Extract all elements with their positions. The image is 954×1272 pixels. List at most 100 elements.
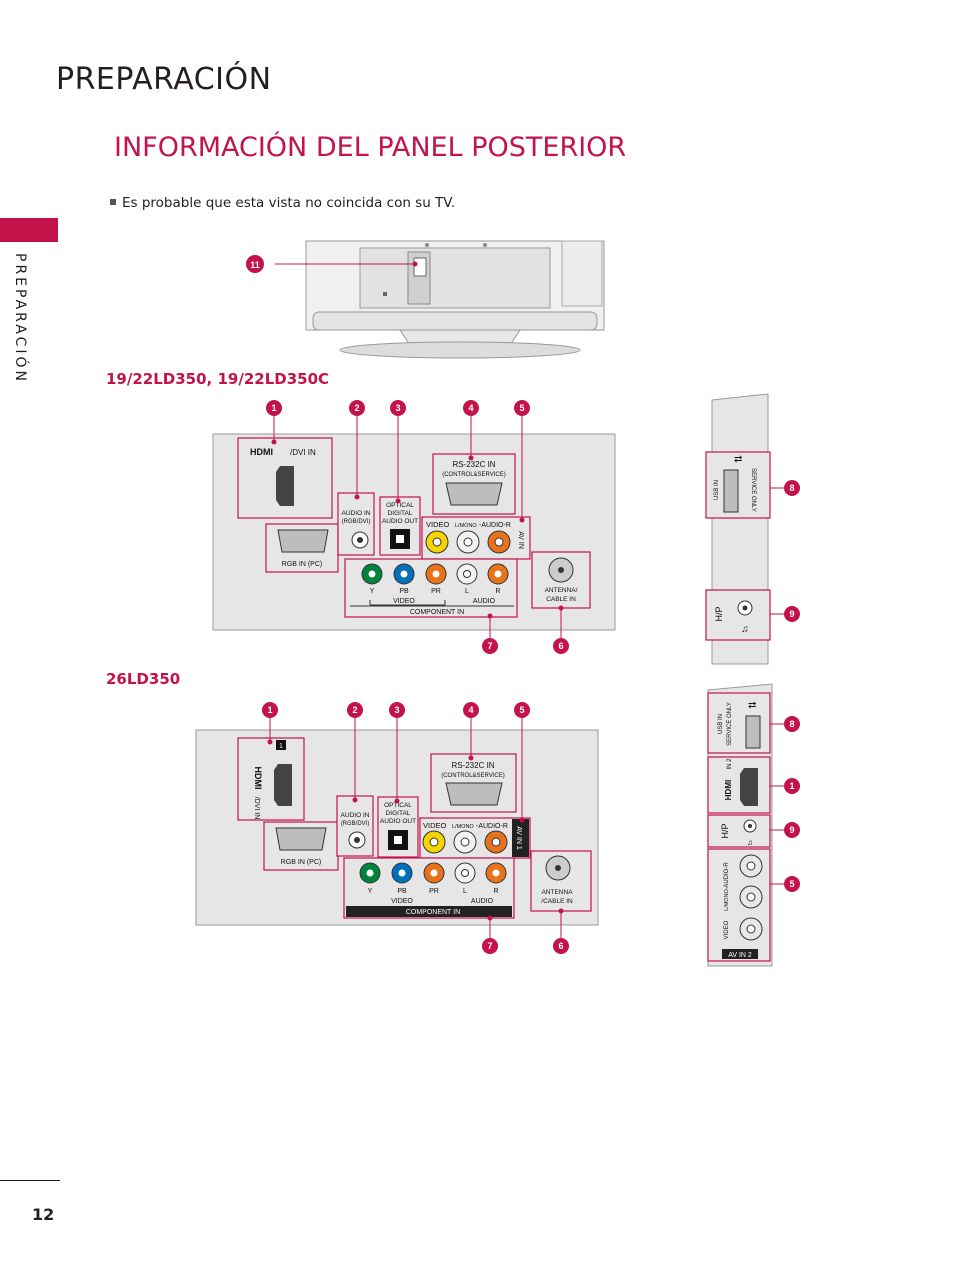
- lmono-label: L/MONO: [455, 523, 477, 529]
- callout-7b: 7: [487, 941, 492, 951]
- rgb-label-2: RGB IN (PC): [281, 859, 321, 866]
- headphone-icon-1: ♫: [741, 624, 749, 635]
- comp-video-label: VIDEO: [393, 598, 415, 605]
- optical-label-2: OPTICAL: [384, 802, 412, 809]
- callout-3a: 3: [395, 403, 400, 413]
- comp-pr-label-2: PR: [429, 888, 439, 895]
- side-audio-r-label: -AUDIO-R: [724, 862, 730, 890]
- hdmi-in2-label: IN 2: [727, 758, 733, 770]
- callout-5b: 5: [519, 705, 524, 715]
- side-panel-first: ⇄ USB IN SERVICE ONLY H/P ♫ 8 9: [705, 393, 800, 665]
- callout-6b: 6: [558, 941, 563, 951]
- section-title: PREPARACIÓN: [56, 62, 272, 97]
- hp-label-2: H/P: [720, 823, 730, 838]
- audio-in-label: AUDIO IN: [342, 510, 371, 517]
- digital-label: DIGITAL: [388, 510, 413, 517]
- callout-4a: 4: [468, 403, 473, 413]
- comp-pr-label: PR: [431, 588, 441, 595]
- hdmi-1-badge: 1: [279, 743, 283, 750]
- usb-icon-2: ⇄: [748, 700, 756, 711]
- audio-r-label-2: -AUDIO-R: [476, 823, 508, 830]
- callout-6a: 6: [558, 641, 563, 651]
- comp-l-label-2: L: [463, 888, 467, 895]
- component-in-label: COMPONENT IN: [410, 609, 464, 616]
- lmono-label-2: L/MONO: [452, 824, 474, 830]
- section-tab: [0, 218, 58, 242]
- rs232c-sub-2: (CONTROL&SERVICE): [441, 773, 505, 779]
- headphone-icon-2: ♫: [747, 838, 753, 847]
- comp-l-label: L: [465, 588, 469, 595]
- service-only-label-1: SERVICE ONLY: [750, 468, 756, 512]
- audio-r-label: -AUDIO-R: [479, 522, 511, 529]
- note: Es probable que esta vista no coincida c…: [110, 195, 455, 211]
- callout-2a: 2: [354, 403, 359, 413]
- comp-audio-label-2: AUDIO: [471, 898, 494, 905]
- antenna-label-2: ANTENNA: [541, 889, 573, 896]
- side-panel-second: ⇄ USB IN SERVICE ONLY HDMI IN 2 H/P ♫ -A…: [707, 683, 800, 967]
- audio-in-sub-2: (RGB/DVI): [341, 821, 370, 827]
- comp-audio-label: AUDIO: [473, 598, 496, 605]
- antenna-label: ANTENNA/: [545, 587, 578, 594]
- panel-second-model: 1 HDMI /DVI IN RGB IN (PC) AUDIO IN (RGB…: [195, 702, 599, 954]
- page-title: INFORMACIÓN DEL PANEL POSTERIOR: [114, 132, 627, 163]
- callout-1a: 1: [271, 403, 276, 413]
- rgb-label: RGB IN (PC): [282, 561, 322, 568]
- hdmi-port: [276, 466, 294, 506]
- callout-2b: 2: [352, 705, 357, 715]
- callout-11: 11: [250, 260, 260, 270]
- callout-8b: 8: [789, 719, 794, 729]
- comp-r-label: R: [495, 588, 500, 595]
- note-text: Es probable que esta vista no coincida c…: [122, 195, 456, 211]
- callout-1b: 1: [267, 705, 272, 715]
- callout-8a: 8: [789, 483, 794, 493]
- side-video-label: VIDEO: [724, 920, 730, 939]
- component-in-label-2: COMPONENT IN: [406, 909, 460, 916]
- hdmi-dvi-label: /DVI IN: [290, 448, 316, 457]
- rs232c-label-2: RS-232C IN: [451, 761, 494, 770]
- rs232c-sub: (CONTROL&SERVICE): [442, 472, 506, 478]
- usb-in-label-1: USB IN: [714, 480, 720, 500]
- av-in2-label: AV IN 2: [728, 952, 752, 959]
- callout-5a: 5: [519, 403, 524, 413]
- usb-icon-1: ⇄: [734, 454, 742, 465]
- model-label-second: 26LD350: [106, 670, 181, 688]
- model-label-first: 19/22LD350, 19/22LD350C: [106, 370, 330, 388]
- comp-y-label: Y: [370, 588, 375, 595]
- callout-11-marker: [246, 255, 264, 273]
- callout-7a: 7: [487, 641, 492, 651]
- tv-back-view: 11: [246, 240, 605, 359]
- page-number: 12: [32, 1205, 55, 1224]
- usb-in-label-2: USB IN: [718, 714, 724, 734]
- callout-4b: 4: [468, 705, 473, 715]
- bullet-icon: [110, 199, 116, 205]
- panel-first-model: HDMI /DVI IN RGB IN (PC) AUDIO IN (RGB/D…: [212, 400, 616, 654]
- audio-out-label: AUDIO OUT: [382, 518, 418, 525]
- audio-in-sub: (RGB/DVI): [342, 519, 371, 525]
- side-lmono-label: L/MONO: [724, 888, 730, 910]
- comp-pb-label-2: PB: [397, 888, 407, 895]
- callout-5c: 5: [789, 879, 794, 889]
- rs232c-label: RS-232C IN: [452, 460, 495, 469]
- comp-y-label-2: Y: [368, 888, 373, 895]
- av-in1-label: AV IN 1: [515, 826, 522, 850]
- hp-label-1: H/P: [714, 606, 724, 621]
- callout-9a: 9: [789, 609, 794, 619]
- footer-rule: [0, 1180, 60, 1181]
- comp-r-label-2: R: [493, 888, 498, 895]
- hdmi-logo: HDMI: [250, 447, 273, 457]
- callout-3b: 3: [394, 705, 399, 715]
- audio-out-label-2: AUDIO OUT: [380, 818, 416, 825]
- service-only-label-2: SERVICE ONLY: [727, 702, 733, 746]
- cable-in-label: CABLE IN: [546, 596, 576, 603]
- callout-1c: 1: [789, 781, 794, 791]
- callout-9b: 9: [789, 825, 794, 835]
- video-label-2: VIDEO: [423, 821, 447, 830]
- comp-pb-label: PB: [399, 588, 409, 595]
- hdmi-dvi-label-2: /DVI IN: [253, 797, 260, 820]
- digital-label-2: DIGITAL: [386, 810, 411, 817]
- hdmi-logo-2: HDMI: [253, 767, 263, 790]
- cable-in-label-2: /CABLE IN: [541, 898, 573, 905]
- video-label: VIDEO: [426, 520, 450, 529]
- comp-video-label-2: VIDEO: [391, 898, 413, 905]
